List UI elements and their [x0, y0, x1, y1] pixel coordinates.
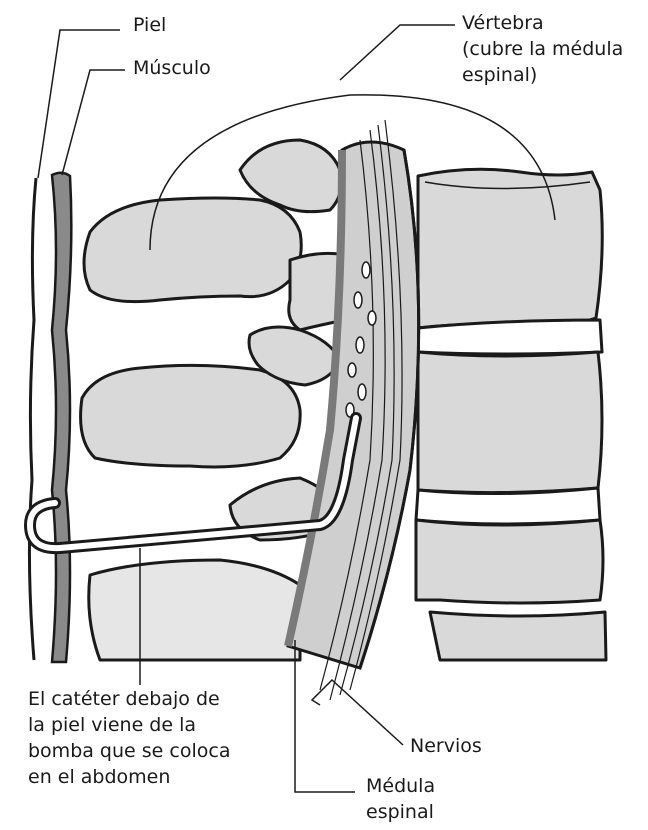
label-vertebra-line2: (cubre la médula: [462, 36, 623, 62]
label-musculo: Músculo: [133, 55, 211, 81]
vertebral-body-top: [418, 169, 602, 328]
label-cateter-line2: la piel viene de la: [28, 712, 196, 738]
leader-nervios: [312, 680, 403, 745]
label-medula-line1: Médula: [366, 773, 435, 799]
leader-piel: [38, 30, 120, 178]
vertebral-body-middle: [418, 352, 602, 493]
vertebral-bodies: [416, 169, 606, 660]
label-vertebra-line3: espinal): [462, 62, 537, 88]
spinous-process-middle: [81, 365, 301, 467]
label-vertebra-line1: Vértebra: [462, 10, 544, 36]
muscle-layer: [52, 173, 71, 662]
skin-and-muscle: [29, 173, 71, 662]
label-cateter-line3: bomba que se coloca: [28, 738, 230, 764]
label-medula-line2: espinal: [366, 799, 434, 825]
label-piel: Piel: [133, 12, 166, 38]
skin-line: [29, 178, 36, 660]
label-cateter-line1: El catéter debajo de: [28, 686, 220, 712]
spinous-process-upper: [84, 198, 301, 302]
label-nervios: Nervios: [410, 733, 482, 759]
leader-musculo: [62, 70, 125, 175]
label-cateter-line4: en el abdomen: [28, 764, 170, 790]
vertebral-body-lower: [416, 520, 603, 603]
intervertebral-disc: [416, 488, 600, 524]
intervertebral-disc: [418, 320, 602, 354]
leader-vertebra: [340, 25, 455, 80]
